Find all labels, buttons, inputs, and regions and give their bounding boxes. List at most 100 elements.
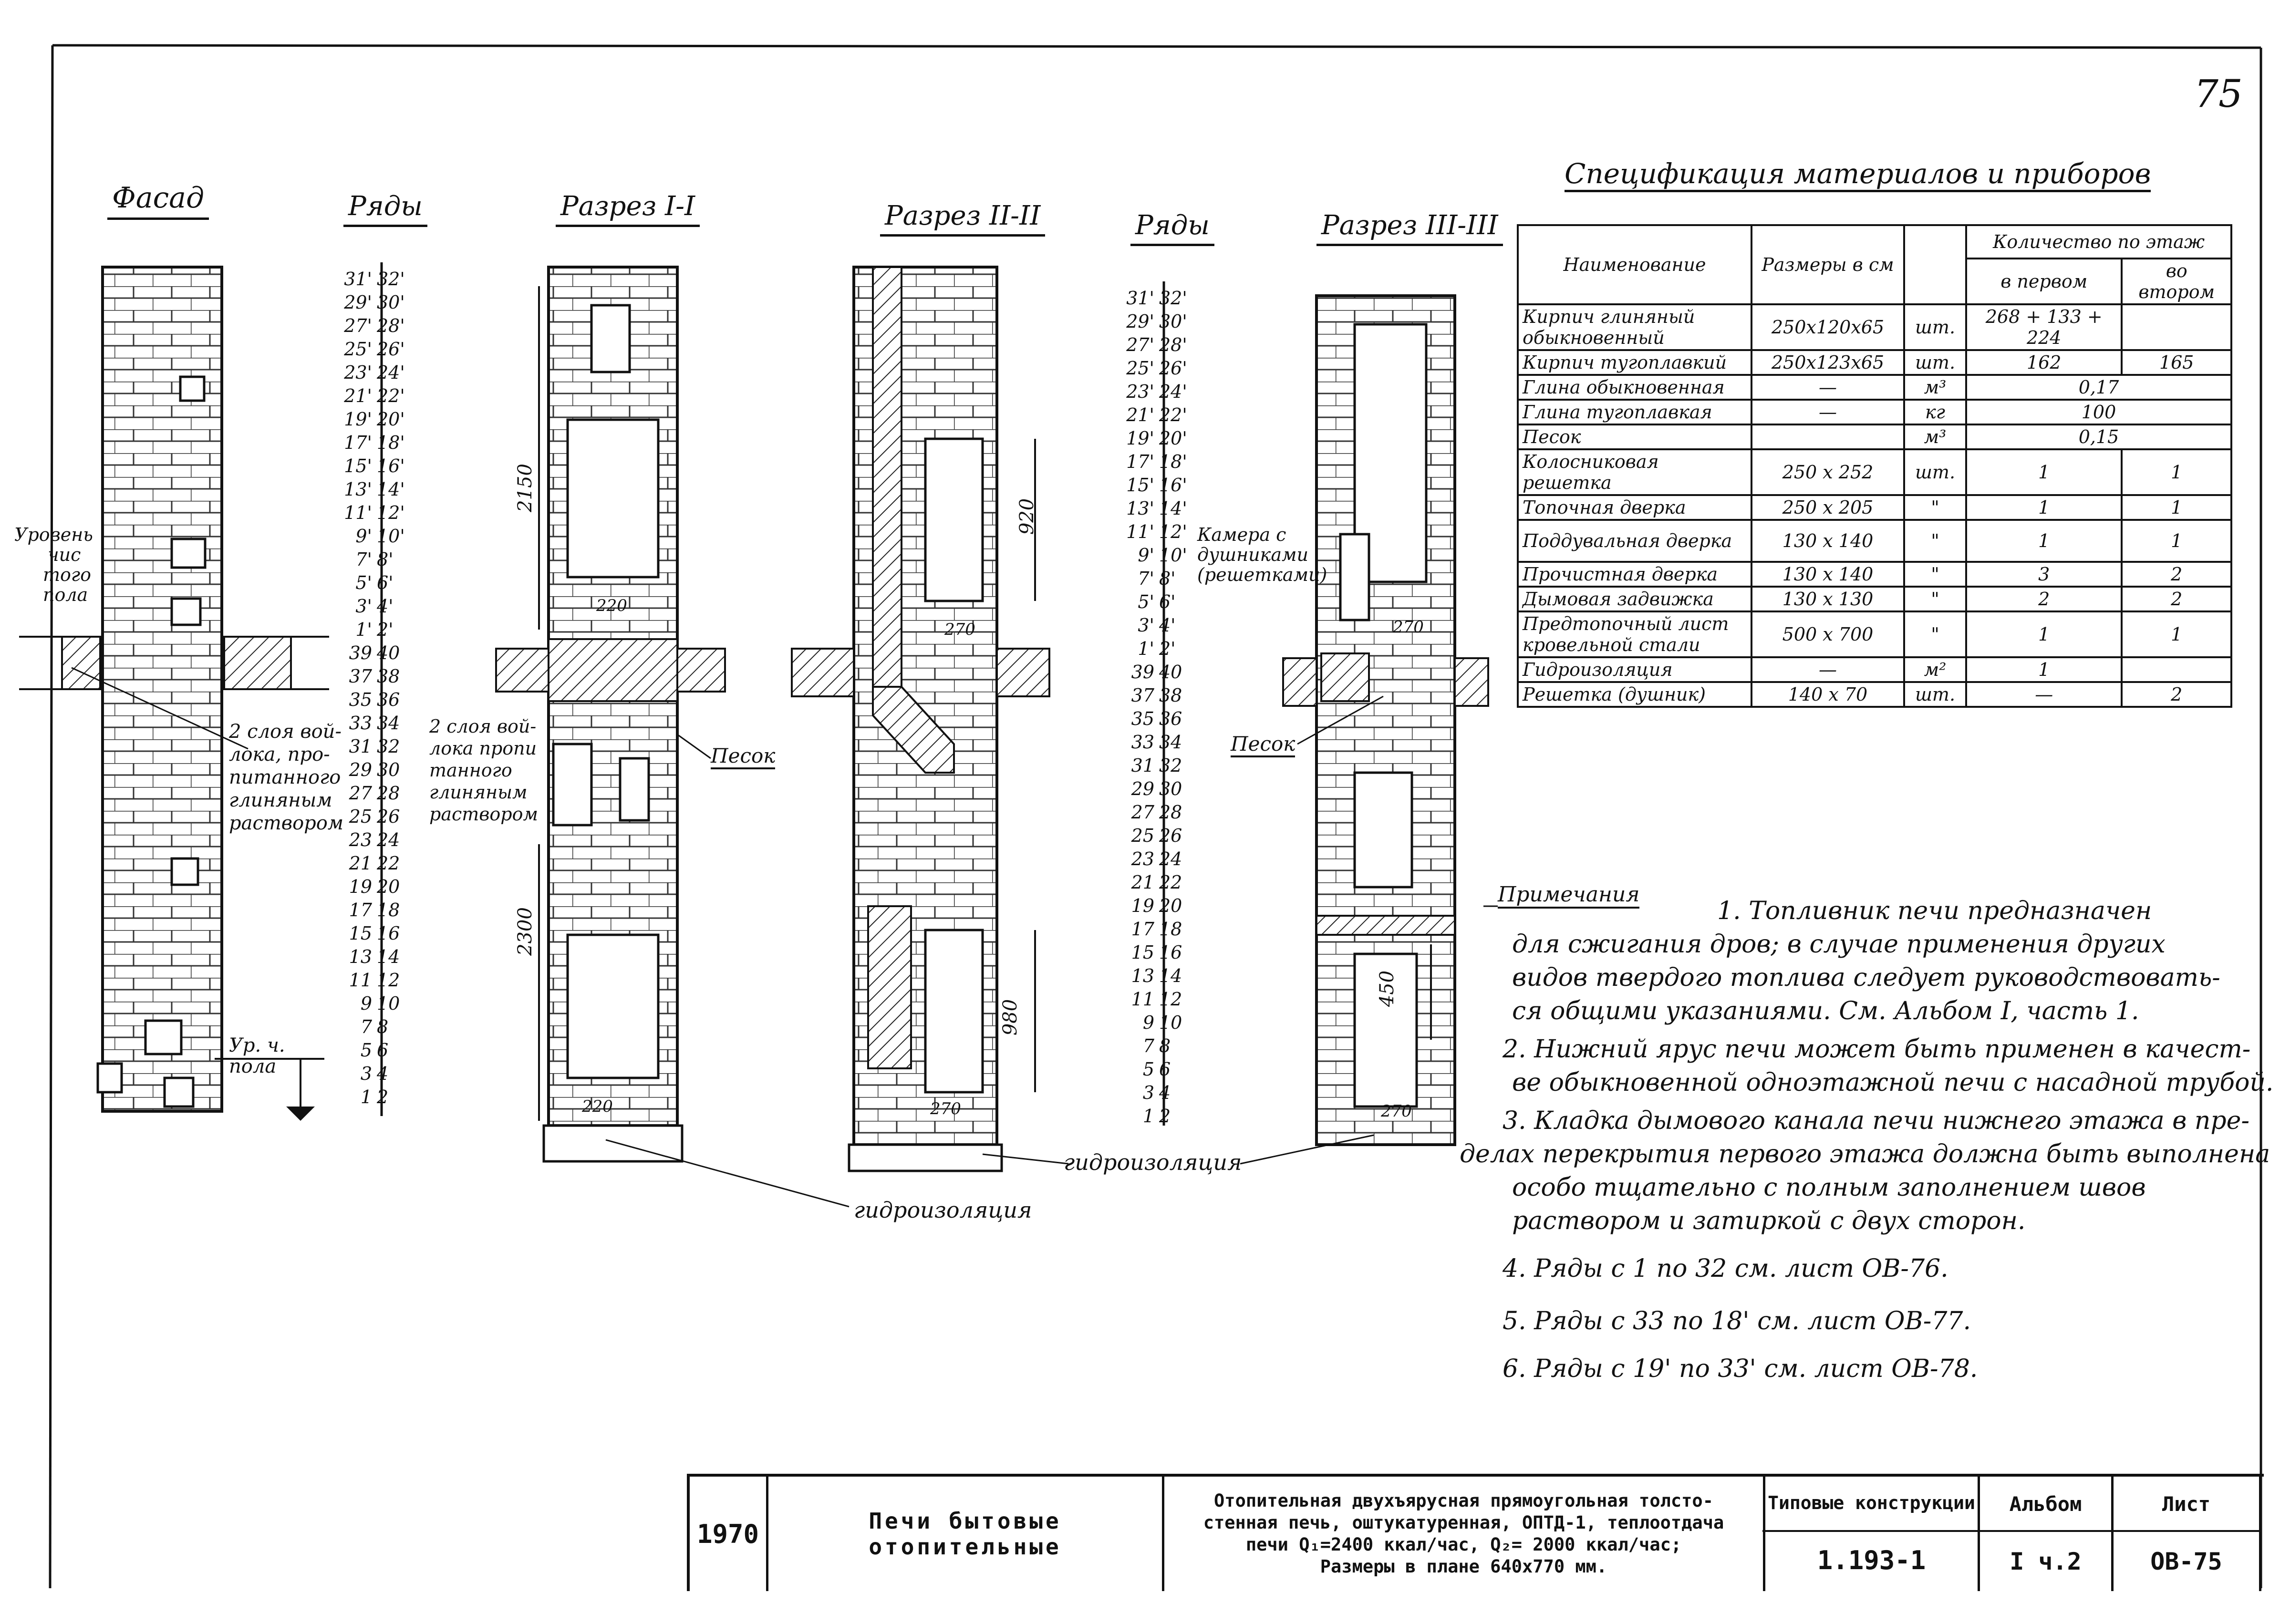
row-number: 19': [1126, 428, 1154, 449]
row-number: 39: [1131, 662, 1154, 683]
row-number: 9': [1138, 545, 1154, 566]
row-number: 13: [349, 946, 372, 967]
dim-270-cut2-upper: 270: [944, 620, 975, 639]
spec-cell-name: Предтопочный лист кровельной стали: [1517, 610, 1752, 658]
row-number: 26': [1159, 358, 1187, 379]
row-number: 22': [1159, 404, 1187, 425]
spec-cell-second: 1: [2121, 494, 2232, 521]
row-number: 22: [377, 853, 400, 874]
spec-cell-first: 1: [1965, 448, 2123, 496]
spec-cell-name: Гидроизоляция: [1517, 656, 1752, 683]
felt-label-facade: 2 слоя вой- лока, про- питанного глиняны…: [229, 721, 343, 834]
row-number: 13': [344, 479, 372, 500]
row-number: 3: [360, 1063, 372, 1084]
row-number: 1: [1142, 1106, 1154, 1127]
row-number: 2': [1159, 638, 1176, 659]
row-number: 30: [377, 759, 400, 780]
row-number: 14: [1159, 965, 1182, 986]
row-number: 17': [344, 432, 372, 453]
spec-cell-size: —: [1751, 656, 1905, 683]
note-1a: 1. Топливник печи предназначен: [1717, 897, 2152, 925]
row-number: 30': [1159, 311, 1187, 332]
row-number: 21': [1126, 404, 1154, 425]
row-number: 11: [1131, 989, 1154, 1010]
row-number: 29: [1131, 778, 1154, 799]
spec-cell-unit: м³: [1903, 374, 1967, 401]
row-number: 4': [1159, 615, 1176, 636]
row-number: 16': [377, 455, 405, 476]
floor-level-label: Ур. ч. пола: [229, 1034, 285, 1077]
row-number: 29': [344, 292, 372, 313]
spec-cell-unit: шт.: [1903, 303, 1967, 351]
row-number: 26: [377, 806, 400, 827]
row-number: 32': [377, 269, 405, 290]
row-number: 10: [377, 993, 400, 1014]
row-number: 21: [349, 853, 372, 874]
row-number: 2': [377, 619, 394, 640]
row-number: 13: [1131, 965, 1154, 986]
spec-cell-name: Глина обыкновенная: [1517, 374, 1752, 401]
row-number: 29': [1126, 311, 1154, 332]
spec-cell-size: 250 x 205: [1751, 494, 1905, 521]
row-number: 33: [349, 713, 372, 734]
spec-cell-name: Песок: [1517, 424, 1752, 450]
note-4: 4. Ряды с 1 по 32 см. лист ОВ-76.: [1503, 1254, 1948, 1283]
row-number: 8': [1159, 568, 1176, 589]
note-6: 6. Ряды с 19' по 33' см. лист ОВ-78.: [1503, 1355, 1978, 1383]
note-3a: 3. Кладка дымового канала печи нижнего э…: [1503, 1107, 2250, 1135]
spec-cell-name: Решетка (душник): [1517, 681, 1752, 708]
spec-cell-first: 3: [1965, 561, 2123, 588]
row-number: 14': [377, 479, 405, 500]
cut2-drawing: [791, 266, 1050, 1172]
row-number: 9: [360, 993, 372, 1014]
cut3-drawing: [1282, 294, 1489, 1146]
row-number: 20: [377, 876, 400, 897]
row-number: 23': [344, 362, 372, 383]
dim-450: 450: [1376, 970, 1399, 1007]
spec-cell-second: 2: [2121, 561, 2232, 588]
row-number: 23: [349, 829, 372, 850]
row-number: 11: [349, 970, 372, 991]
row-number: 38: [377, 666, 400, 687]
spec-cell-first: 1: [1965, 494, 2123, 521]
stamp-year: 1970: [690, 1477, 768, 1591]
cut1-drawing: [495, 266, 726, 1163]
dim-2150: 2150: [514, 464, 536, 512]
row-number: 35: [1131, 708, 1154, 729]
spec-cell-size: [1751, 424, 1905, 450]
row-number: 5': [1138, 591, 1154, 612]
spec-cell-second: [2121, 303, 2232, 351]
row-number: 15: [1131, 942, 1154, 963]
note-5: 5. Ряды с 33 по 18' см. лист ОВ-77.: [1503, 1307, 1971, 1335]
spec-cell-unit: шт.: [1903, 349, 1967, 376]
row-number: 38: [1159, 685, 1182, 706]
facade-title: Фасад: [107, 181, 209, 220]
row-number: 12': [377, 502, 405, 523]
row-number: 23': [1126, 381, 1154, 402]
row-number: 27: [1131, 802, 1154, 823]
rows-title-right: Ряды: [1130, 210, 1214, 246]
row-number: 18': [1159, 451, 1187, 472]
row-number: 36: [1159, 708, 1182, 729]
spec-cell-second: [2121, 656, 2232, 683]
spec-cell-second: 2: [2121, 681, 2232, 708]
spec-cell-unit: ": [1903, 494, 1967, 521]
row-number: 25': [1126, 358, 1154, 379]
row-number: 21: [1131, 872, 1154, 893]
row-number: 31: [349, 736, 372, 757]
row-number: 15': [1126, 475, 1154, 496]
spec-cell-size: 140 x 70: [1751, 681, 1905, 708]
row-number: 14: [377, 946, 400, 967]
spec-cell-name: Дымовая задвижка: [1517, 586, 1752, 612]
row-number: 16: [377, 923, 400, 944]
row-number: 11': [1126, 521, 1154, 542]
spec-cell-first: 0,17: [1965, 374, 2232, 401]
row-number: 3': [1138, 615, 1154, 636]
